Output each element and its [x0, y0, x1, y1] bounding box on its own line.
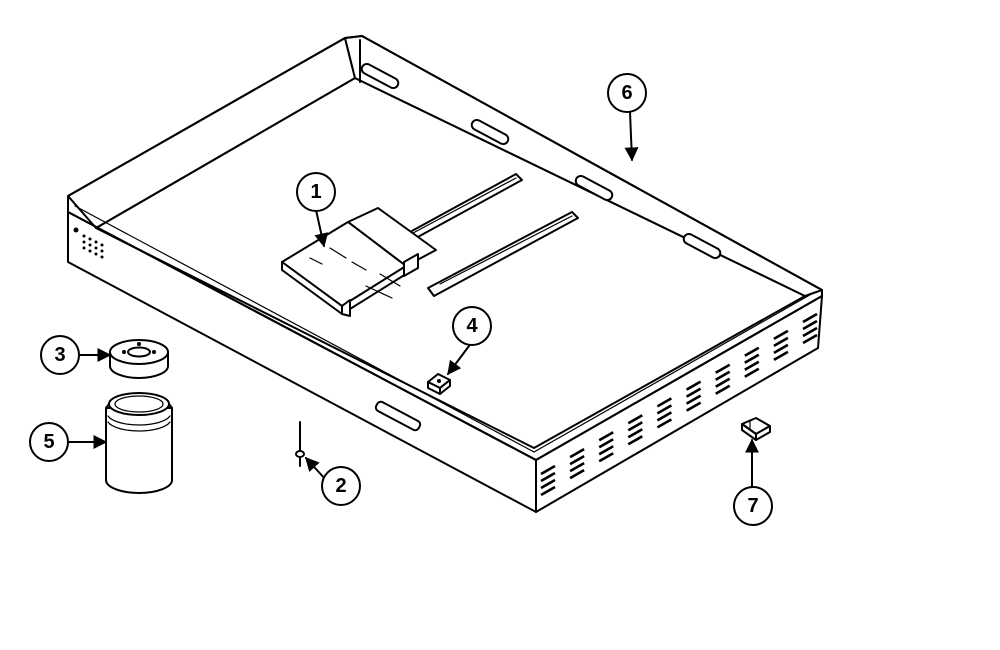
louver-slot: [715, 370, 731, 381]
jar-lid: [109, 339, 169, 379]
floor-rails: [387, 173, 579, 297]
louver-slot: [773, 336, 789, 348]
louver-slot: [715, 377, 731, 388]
callout-4: 4: [452, 306, 492, 346]
louver-slot: [802, 319, 818, 331]
vent-louvers: [540, 312, 818, 497]
callout-3-label: 3: [54, 344, 65, 366]
louver-slot: [540, 478, 556, 490]
leader-lines: [67, 111, 759, 487]
drip-tray: [67, 35, 823, 513]
louver-slot: [744, 353, 760, 364]
louver-slot: [685, 387, 702, 398]
louver-slot: [656, 418, 673, 429]
louver-slot: [569, 454, 585, 466]
nut: [427, 373, 451, 395]
louver-slot: [627, 428, 643, 439]
louver-slot: [569, 461, 585, 473]
callout-6-label: 6: [621, 82, 632, 104]
vent-grill-left: [73, 227, 104, 259]
louver-slot: [802, 326, 818, 338]
callout-7: 7: [733, 486, 773, 526]
callout-6: 6: [607, 73, 647, 113]
louver-slot: [598, 445, 614, 456]
grease-jar: [105, 392, 173, 494]
louver-slot: [627, 421, 643, 432]
louver-slot: [656, 404, 673, 415]
louver-slot: [802, 333, 818, 345]
retaining-clip: [741, 417, 771, 441]
callout-1: 1: [296, 172, 336, 212]
louver-slot: [715, 363, 731, 374]
callout-4-label: 4: [466, 315, 478, 337]
louver-slot: [540, 485, 556, 497]
callout-1-label: 1: [310, 181, 321, 203]
louver-slot: [627, 435, 643, 446]
callout-3: 3: [40, 335, 80, 375]
callout-5: 5: [29, 422, 69, 462]
louver-slot: [598, 431, 614, 442]
mounting-bracket: [281, 207, 437, 317]
louver-slot: [685, 380, 702, 391]
callout-2-label: 2: [335, 475, 346, 497]
louver-slot: [569, 468, 585, 480]
louver-slot: [656, 411, 673, 422]
louver-slot: [744, 360, 760, 371]
tray-slots: [360, 62, 722, 432]
louver-slot: [598, 452, 614, 463]
louver-slot: [540, 464, 556, 476]
louver-slot: [744, 346, 760, 357]
louver-slot: [715, 384, 731, 395]
louver-slot: [569, 447, 585, 459]
louver-slot: [773, 343, 789, 355]
callout-5-label: 5: [43, 431, 54, 453]
louver-slot: [598, 438, 614, 449]
louver-slot: [540, 471, 556, 483]
louver-slot: [773, 350, 789, 362]
louver-slot: [656, 397, 673, 408]
louver-slot: [685, 394, 702, 405]
louver-slot: [744, 367, 760, 378]
louver-slot: [773, 329, 789, 341]
louver-slot: [802, 312, 818, 324]
louver-slot: [685, 401, 702, 412]
pin: [295, 421, 305, 467]
callout-7-label: 7: [747, 495, 758, 517]
callout-2: 2: [321, 466, 361, 506]
louver-slot: [627, 414, 643, 425]
